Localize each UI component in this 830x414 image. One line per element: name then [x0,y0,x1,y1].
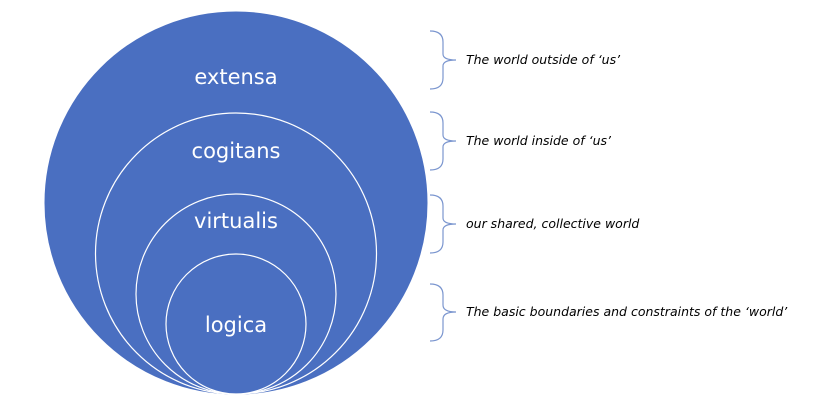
note-virtualis: our shared, collective world [466,216,639,231]
bracket-extensa [429,30,457,90]
label-cogitans: cogitans [192,139,281,163]
label-extensa: extensa [194,65,277,89]
bracket-virtualis [429,194,457,254]
label-logica: logica [205,313,267,337]
note-cogitans: The world inside of ‘us’ [466,133,612,148]
circle-logica [165,253,307,395]
bracket-logica [429,283,457,342]
label-virtualis: virtualis [194,209,278,233]
bracket-cogitans [429,111,457,171]
note-extensa: The world outside of ‘us’ [466,52,621,67]
note-logica: The basic boundaries and constraints of … [466,304,788,319]
